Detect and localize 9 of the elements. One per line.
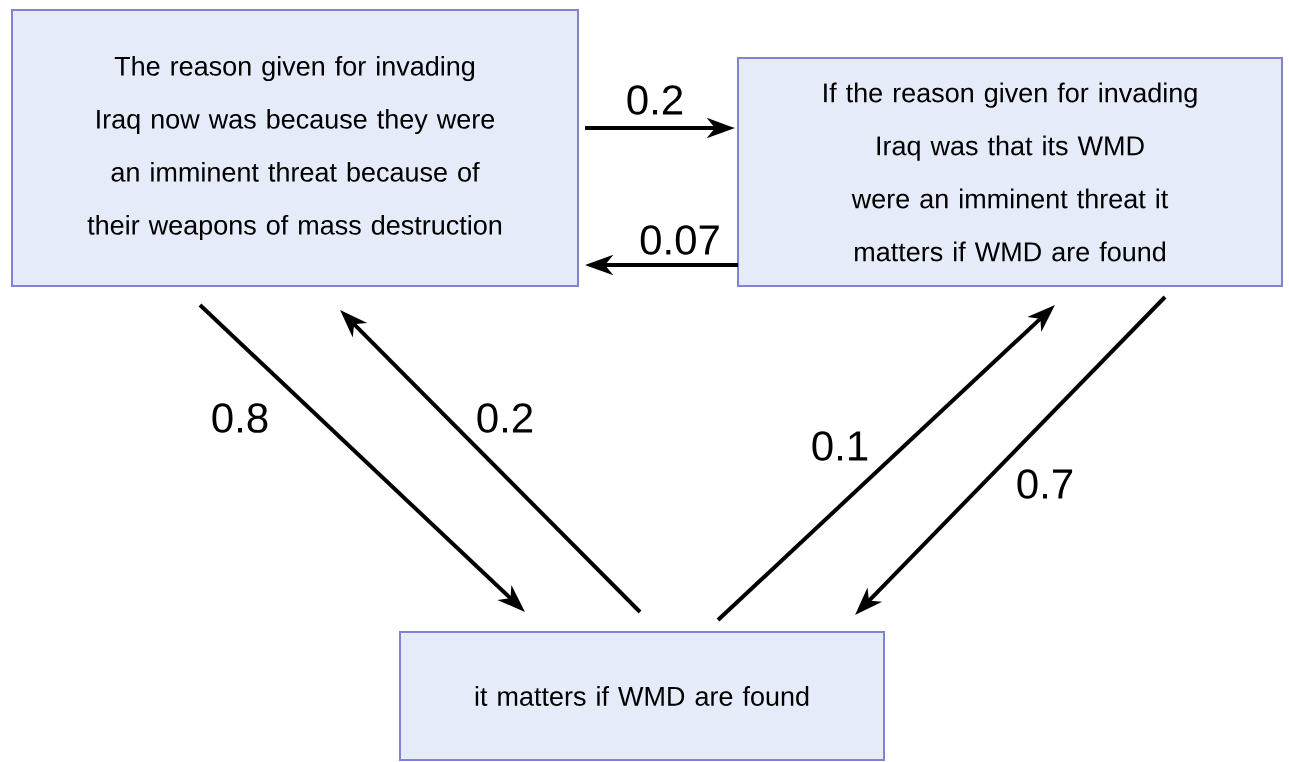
statement-box: it matters if WMD are found: [399, 631, 885, 761]
edge-label: 0.2: [623, 83, 687, 117]
edge-label: 0.1: [808, 429, 872, 463]
statement-box: The reason given for invading Iraq now was because they were an imminent threat because of their weapons of mass destruction: [11, 9, 579, 287]
edge-label: 0.8: [208, 401, 272, 435]
edge-label: 0.07: [637, 223, 723, 257]
edge-label: 0.2: [473, 401, 537, 435]
edge-label: 0.7: [1013, 467, 1077, 501]
statement-box: If the reason given for invading Iraq was that its WMD were an imminent threat it matters if WMD are found: [737, 57, 1283, 287]
